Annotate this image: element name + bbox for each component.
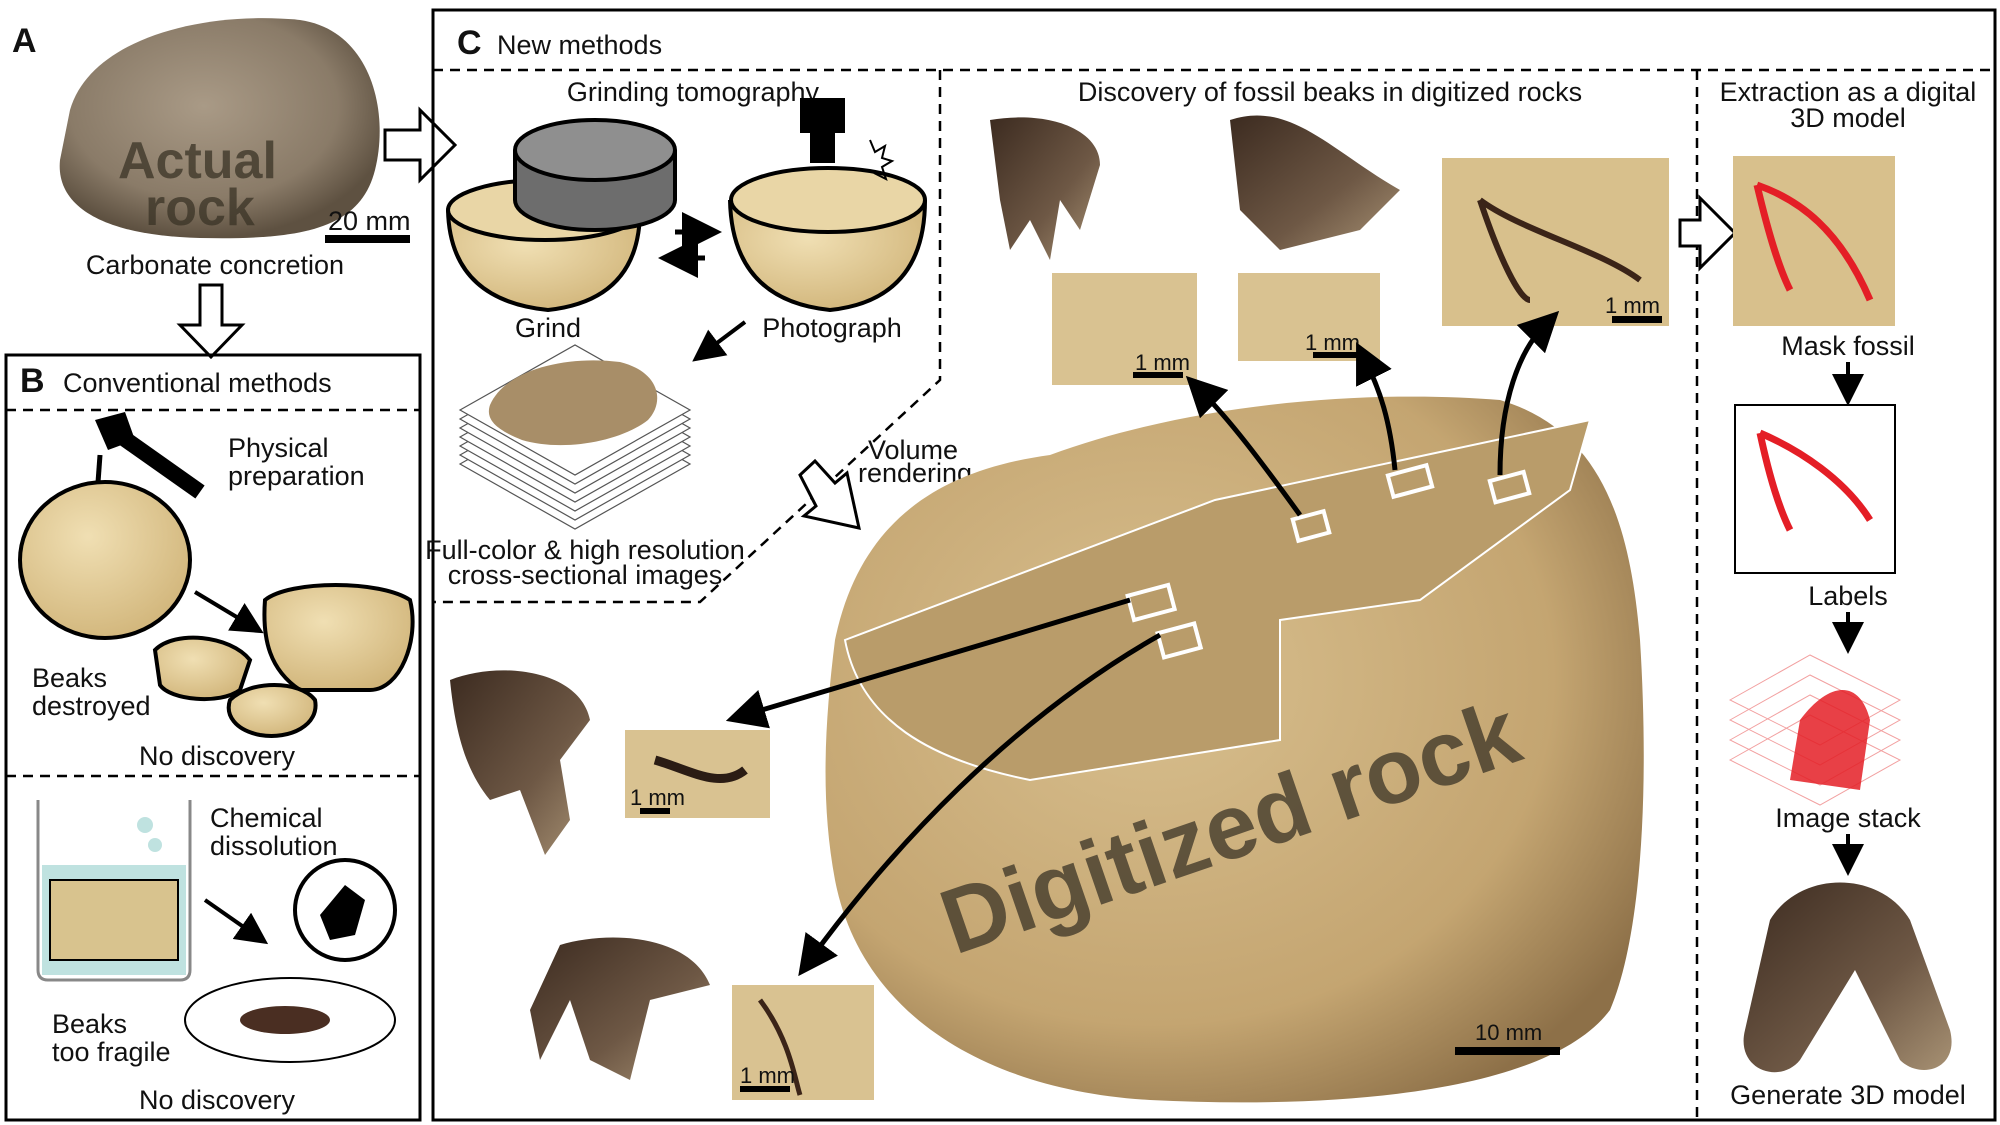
generated-3d-model [1743, 882, 1952, 1073]
images-caption: Full-color & high resolution [425, 535, 745, 565]
no-discovery-label: No discovery [139, 1085, 296, 1115]
panel-a-letter: A [12, 22, 37, 60]
beak-3d-model [530, 937, 710, 1080]
concretion-drawing [18, 480, 192, 640]
scale-bar [1455, 1047, 1560, 1055]
scale-bar-label: 1 mm [1135, 350, 1190, 375]
zoom-image-1: 1 mm [1052, 273, 1197, 385]
callout-arrows [725, 310, 1560, 977]
images-caption: cross-sectional images [448, 560, 723, 590]
zoom-image-2: 1 mm [1238, 273, 1380, 361]
grinding-section-border [433, 70, 942, 604]
mask-overlay [1753, 181, 1874, 302]
chemical-dissolution-label: dissolution [210, 831, 338, 861]
actual-rock-text: Actual [118, 132, 277, 190]
scale-bar-label: 1 mm [740, 1063, 795, 1088]
beak-3d-model [990, 117, 1100, 260]
beaks-too-fragile-label: too fragile [52, 1037, 171, 1067]
beak-3d-model [450, 670, 590, 855]
carbonate-concretion-label: Carbonate concretion [86, 250, 344, 280]
right-arrow [1678, 194, 1738, 272]
scale-bar-label: 1 mm [630, 785, 685, 810]
arrow [203, 898, 269, 945]
arrow [692, 320, 747, 362]
photograph-drawing [728, 98, 927, 313]
broken-concretion-drawing [152, 583, 415, 738]
scale-bar-label: 1 mm [1305, 330, 1360, 355]
step-label: Labels [1808, 581, 1888, 611]
beak-fragment-icon [320, 885, 365, 940]
cross-section-image [488, 360, 658, 446]
zoom-image-3: 1 mm [1442, 158, 1669, 326]
scale-bar [325, 235, 410, 243]
chemical-dissolution-label: Chemical [210, 803, 323, 833]
panel-c-box [431, 8, 1997, 1122]
beaks-too-fragile-label: Beaks [52, 1009, 127, 1039]
stacked-mask [1790, 690, 1870, 790]
panel-c-letter: C [457, 24, 482, 62]
extraction-title: 3D model [1790, 103, 1906, 133]
beaks-destroyed-label: destroyed [32, 691, 151, 721]
image-stack-graphic [1728, 654, 1902, 806]
scale-bar-label: 10 mm [1475, 1020, 1542, 1045]
mask-fossil-image [1733, 156, 1895, 326]
flash-icon [869, 139, 895, 181]
arrow [193, 590, 264, 634]
step-label: Image stack [1775, 803, 1921, 833]
camera-icon [800, 98, 845, 163]
label-mask [1756, 429, 1873, 532]
grind-label: Grind [515, 313, 581, 343]
scale-bar-label: 20 mm [328, 206, 411, 236]
beaks-destroyed-label: Beaks [32, 663, 107, 693]
region-box [1125, 462, 1532, 660]
down-arrow [176, 283, 246, 360]
scale-bar-label: 1 mm [1605, 293, 1660, 318]
extraction-title: Extraction as a digital [1720, 77, 1977, 107]
beaker-icon [36, 800, 192, 982]
grind-drawing [446, 118, 677, 313]
fragments [240, 1006, 330, 1034]
zoom-image-5: 1 mm [732, 985, 874, 1100]
right-arrow [383, 106, 458, 184]
grinding-tomography-title: Grinding tomography [567, 77, 820, 107]
volume-rendering-arrow [798, 458, 861, 530]
beak-3d-model [1230, 115, 1400, 250]
panel-b-letter: B [20, 362, 45, 400]
panel-c-title: New methods [497, 30, 662, 60]
panel-b-box [4, 353, 422, 1122]
no-discovery-label: No discovery [139, 741, 296, 771]
volume-rendering-label: Volume [868, 435, 958, 465]
actual-rock-text: rock [145, 179, 255, 237]
physical-preparation-label: preparation [228, 461, 365, 491]
panel-b-title: Conventional methods [63, 368, 332, 398]
actual-rock-image [59, 18, 380, 239]
photograph-label: Photograph [762, 313, 902, 343]
discovery-title: Discovery of fossil beaks in digitized r… [1078, 77, 1582, 107]
zoom-image-4: 1 mm [625, 730, 770, 818]
physical-preparation-label: Physical [228, 433, 329, 463]
labels-box [1734, 404, 1896, 574]
step-label: Mask fossil [1781, 331, 1915, 361]
step-label: Generate 3D model [1730, 1080, 1966, 1110]
